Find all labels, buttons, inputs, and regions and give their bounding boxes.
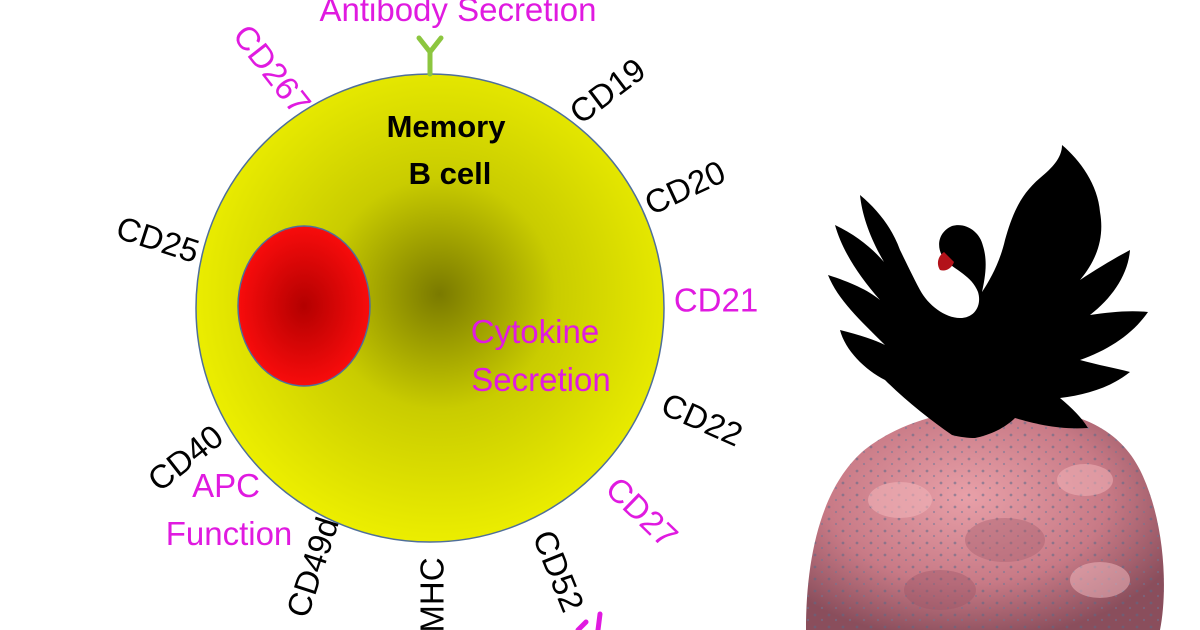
antibody-y-icon xyxy=(416,35,444,77)
marker-cd27: CD27 xyxy=(599,469,685,554)
cell-title-line2: B cell xyxy=(409,156,492,191)
antibody-secretion-label: Antibody Secretion xyxy=(319,0,596,28)
marker-cd52: CD52 xyxy=(526,525,592,617)
antibody-y-icon-bottom xyxy=(575,611,603,630)
cytokine-label-line2: Secretion xyxy=(471,361,610,398)
marker-cd21: CD21 xyxy=(674,282,758,319)
marker-mhc: MHC xyxy=(414,557,451,630)
apc-label-line1: APC xyxy=(192,467,260,504)
apc-label-line2: Function xyxy=(166,515,293,552)
lymphocyte-image xyxy=(806,407,1164,630)
marker-cd20: CD20 xyxy=(639,153,731,222)
marker-cd25: CD25 xyxy=(112,209,204,270)
cell-title-line1: Memory xyxy=(387,109,507,144)
nucleus xyxy=(237,225,371,387)
cytokine-label-line1: Cytokine xyxy=(471,313,599,350)
marker-cd22: CD22 xyxy=(656,385,748,453)
marker-cd267: CD267 xyxy=(226,17,318,121)
black-swan-logo xyxy=(828,145,1148,438)
marker-cd19: CD19 xyxy=(563,51,653,131)
